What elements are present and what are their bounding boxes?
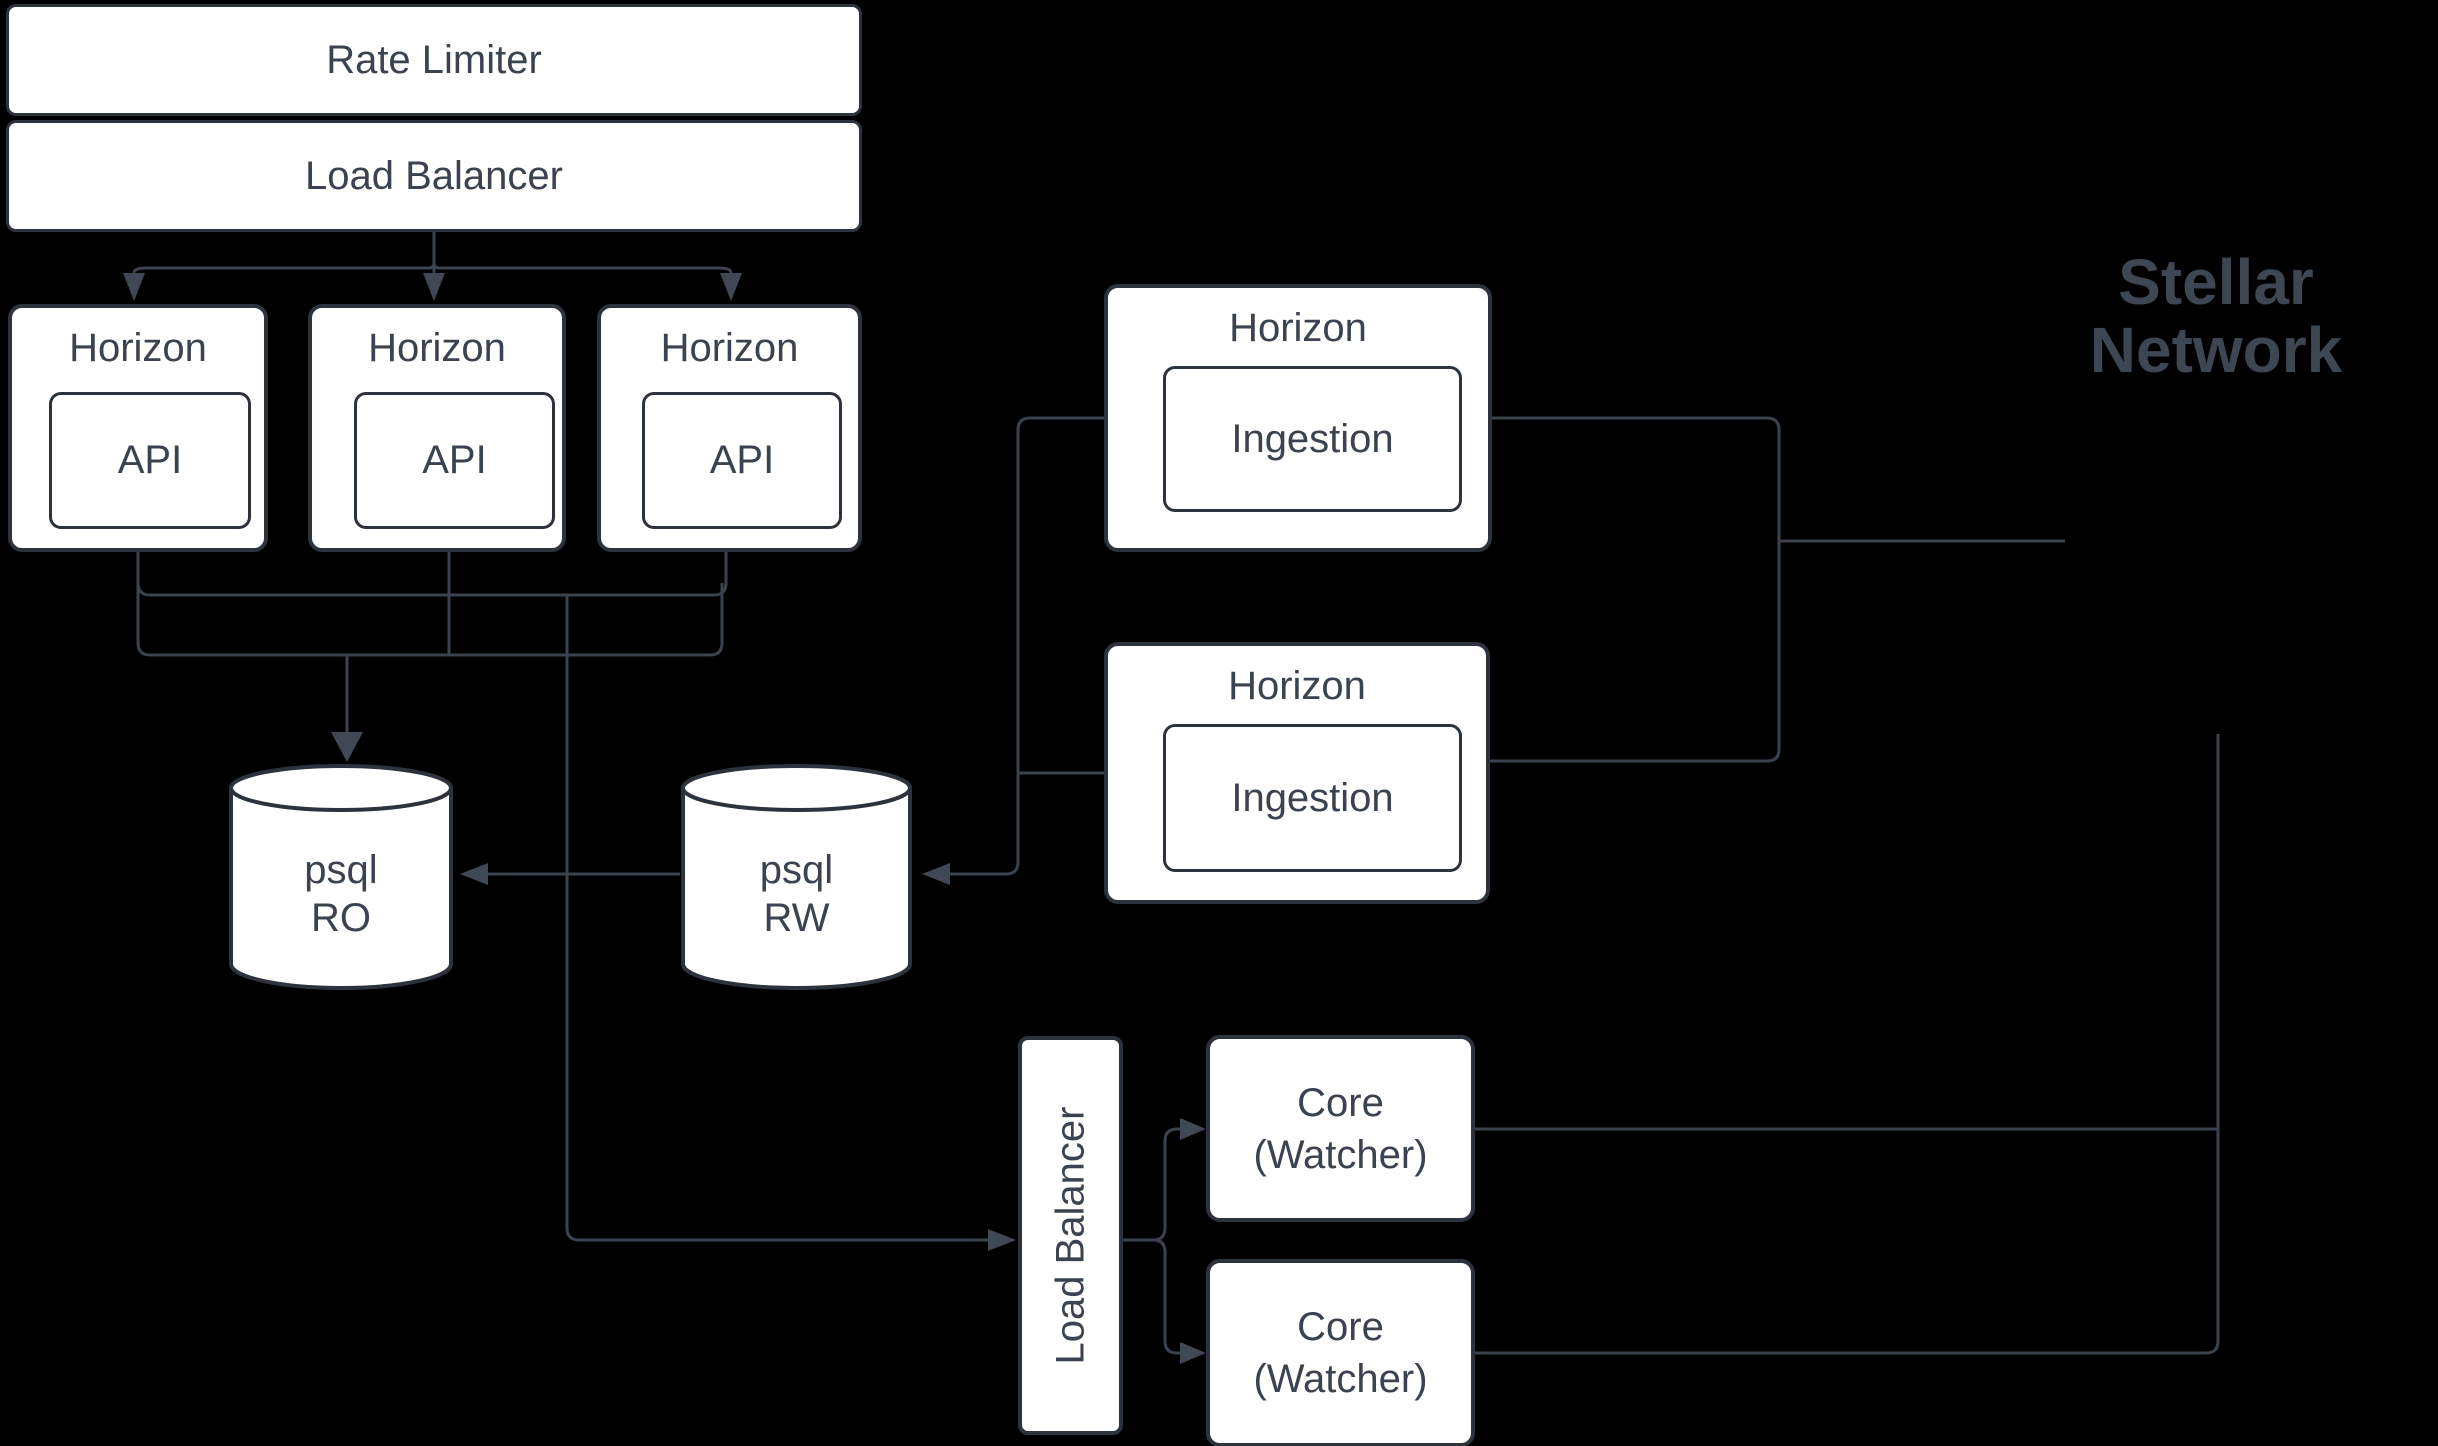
horizon-api-2-title: Horizon	[368, 326, 506, 370]
database-cylinder-icon	[681, 764, 912, 990]
load-balancer-vertical-box: Load Balancer	[1018, 1036, 1123, 1435]
edge-ingestion-right-bracket	[1490, 416, 1781, 763]
api-subbox-2: API	[354, 392, 555, 529]
rate-limiter-box: Rate Limiter	[6, 4, 862, 116]
api-2-label: API	[422, 438, 487, 482]
horizon-api-box-2: Horizon API	[308, 304, 566, 552]
arrowhead-into-horizon3	[720, 273, 742, 301]
connector-edges	[132, 232, 2220, 1355]
psql-rw-line2: RW	[763, 896, 830, 940]
horizon-api-box-3: Horizon API	[597, 304, 862, 552]
arrowhead-into-psql-rw	[922, 863, 950, 885]
psql-ro-line2: RO	[311, 896, 371, 940]
load-balancer-vertical-label: Load Balancer	[1048, 1106, 1092, 1365]
edge-lb-to-horizon3	[432, 262, 733, 274]
stellar-network-label: Stellar Network	[2024, 248, 2408, 384]
edge-corelb-to-core1	[1152, 1127, 1180, 1242]
psql-rw-line1: psql	[759, 848, 834, 892]
core-2-line1: Core	[1297, 1305, 1384, 1349]
arrowhead-into-core2	[1180, 1342, 1206, 1364]
rate-limiter-label: Rate Limiter	[326, 37, 542, 82]
edge-core2-to-network	[1475, 734, 2220, 1355]
api-subbox-3: API	[642, 392, 842, 529]
horizon-api-3-title: Horizon	[660, 326, 799, 370]
core-1-line1: Core	[1297, 1080, 1384, 1125]
edge-ingestion1-to-rw	[950, 416, 1104, 876]
stellar-network-line1: Stellar	[2118, 246, 2314, 318]
api-subbox-1: API	[49, 392, 251, 529]
psql-ro-line1: psql	[304, 848, 378, 892]
ingestion-2-label: Ingestion	[1231, 775, 1394, 820]
psql-ro-label: psql RO	[228, 796, 454, 992]
arrowhead-into-core-lb	[988, 1229, 1016, 1251]
horizon-api-box-1: Horizon API	[8, 304, 268, 552]
arrowhead-into-psql-ro-side	[460, 863, 488, 885]
stellar-network-line2: Network	[2089, 314, 2343, 386]
horizon-ingestion-1-title: Horizon	[1229, 306, 1367, 350]
edge-lb-to-horizon1	[132, 262, 436, 274]
core-2-line2: (Watcher)	[1253, 1357, 1428, 1401]
ingestion-1-label: Ingestion	[1231, 416, 1394, 461]
arrowhead-into-core1	[1180, 1118, 1206, 1140]
core-watcher-box-2: Core (Watcher)	[1206, 1259, 1475, 1446]
edge-api-collector-a	[136, 552, 728, 597]
horizon-api-1-title: Horizon	[69, 326, 207, 370]
psql-ro-cylinder: psql RO	[228, 762, 454, 992]
load-balancer-top-box: Load Balancer	[6, 120, 862, 232]
psql-rw-label: psql RW	[680, 796, 913, 992]
arrowheads	[123, 273, 1206, 1364]
arrowhead-into-horizon2	[423, 273, 445, 301]
core-watcher-box-1: Core (Watcher)	[1206, 1035, 1475, 1222]
horizon-ingestion-box-2: Horizon Ingestion	[1104, 642, 1490, 904]
core-1-line2: (Watcher)	[1253, 1132, 1428, 1177]
api-3-label: API	[709, 438, 775, 482]
load-balancer-top-label: Load Balancer	[305, 153, 563, 198]
api-1-label: API	[117, 438, 183, 482]
arrowhead-into-horizon1	[123, 273, 145, 301]
database-cylinder-icon	[229, 764, 453, 990]
horizon-ingestion-box-1: Horizon Ingestion	[1104, 284, 1492, 552]
ingestion-subbox-1: Ingestion	[1163, 366, 1462, 512]
psql-rw-cylinder: psql RW	[680, 762, 913, 992]
edge-api-collector-b	[136, 583, 724, 657]
edge-apis-to-core-lb	[565, 595, 988, 1242]
arrowhead-into-psql-ro-top	[331, 732, 363, 762]
ingestion-subbox-2: Ingestion	[1163, 724, 1462, 872]
edge-corelb-to-core2	[1152, 1238, 1180, 1355]
horizon-ingestion-2-title: Horizon	[1228, 664, 1366, 708]
